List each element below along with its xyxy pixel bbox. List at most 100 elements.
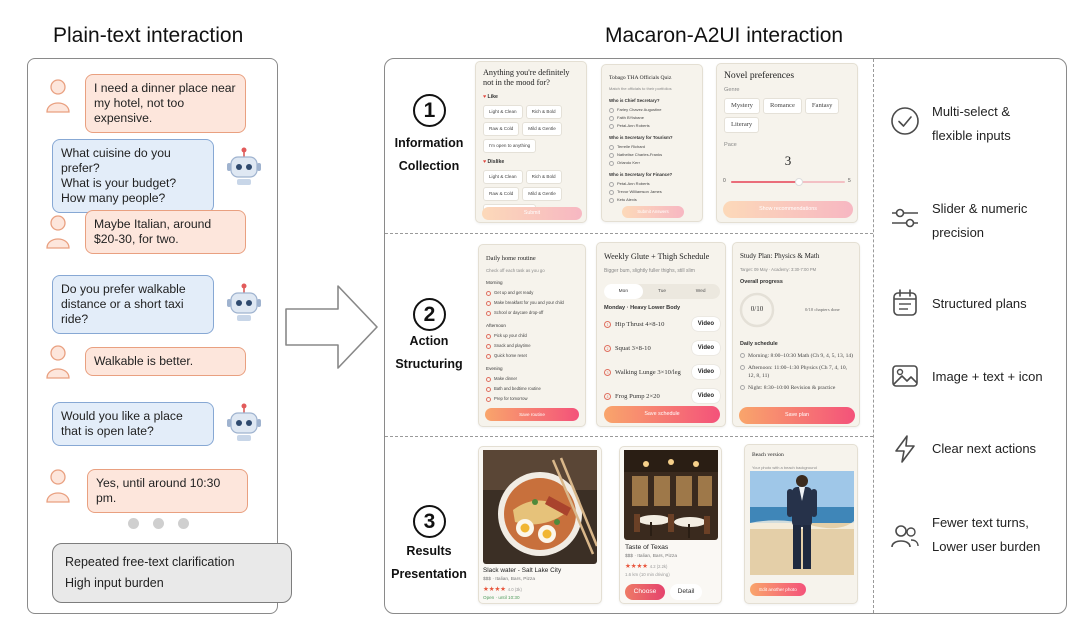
submit-answers-button[interactable]: Submit Answers [622, 206, 684, 218]
save-plan-button[interactable]: Save plan [739, 407, 855, 424]
like-label: Like [487, 94, 498, 100]
routine-task[interactable]: Make dinner [479, 374, 585, 384]
quiz-option[interactable]: Ketu Alexis [602, 196, 702, 204]
video-button[interactable]: Video [691, 389, 720, 403]
routine-task[interactable]: Bath and bedtime routine [479, 384, 585, 394]
save-routine-button[interactable]: Save routine [485, 408, 579, 421]
quiz-option[interactable]: Orlando Kerr [602, 159, 702, 167]
checkbox-icon [486, 343, 491, 349]
progress-label: Overall progress [740, 279, 783, 285]
card-title: Daily home routine [486, 255, 536, 262]
schedule-item[interactable]: Morning: 8:00–10:30 Math (Ch 9, 4, 5, 13… [733, 350, 859, 362]
schedule-item[interactable]: Night: 8:30–10:00 Revision & practice [733, 382, 859, 394]
tab-mon[interactable]: Mon [604, 284, 643, 299]
quiz-option[interactable]: Terrelle Richard [602, 143, 702, 151]
stars-icon: ★★★★ [483, 586, 506, 593]
routine-section: Morning [486, 280, 503, 285]
quiz-option[interactable]: Nathelise Charles-Franks [602, 151, 702, 159]
quiz-option[interactable]: Faith BYisbane [602, 114, 702, 122]
quiz-option[interactable]: Petal-Ann Roberts [602, 122, 702, 130]
chip[interactable]: Raw & Cold [483, 122, 520, 136]
submit-button[interactable]: Submit [482, 207, 582, 220]
quiz-option[interactable]: Petal-Ann Roberts [602, 180, 702, 188]
dislike-section: ♥ Dislike [476, 155, 586, 168]
edit-another-photo-button[interactable]: Edit another photo [750, 583, 806, 596]
pace-min: 0 [723, 178, 726, 184]
routine-task[interactable]: Get up and get ready [479, 288, 585, 298]
checkbox-icon [486, 386, 491, 392]
chat-bubble-user: I need a dinner place near my hotel, not… [85, 74, 246, 133]
radio-icon [609, 152, 614, 158]
chip[interactable]: Rich & Bold [525, 105, 562, 119]
card-subtitle: Your photo with a beach background [752, 465, 817, 470]
video-button[interactable]: Video [691, 365, 720, 379]
schedule-item[interactable]: Afternoon: 11:00–1:30 Physics (Ch 7, 4, … [733, 362, 859, 382]
exercise-name: Walking Lunge 3×10/leg [615, 368, 681, 376]
card-title: Tobago THA Officials Quiz [609, 75, 672, 81]
detail-button[interactable]: Detail [670, 584, 702, 600]
show-recommendations-button[interactable]: Show recommendations [723, 201, 853, 218]
checkbox-icon [486, 353, 491, 359]
summary-line-1: Repeated free-text clarification [65, 555, 235, 569]
step-label-information-collection: Information Collection [394, 136, 464, 173]
video-button[interactable]: Video [691, 317, 720, 331]
save-schedule-button[interactable]: Save schedule [604, 406, 720, 423]
quiz-option[interactable]: Trevor Williamson James [602, 188, 702, 196]
quiz-question: Who is Secretary for Tourism? [609, 135, 673, 140]
routine-task[interactable]: Pick up your child [479, 331, 585, 341]
radio-icon [740, 365, 745, 370]
rating-stars: ★★★★ 4.0 (3k) [483, 585, 522, 593]
radio-icon [609, 144, 614, 150]
chip[interactable]: Light & Clean [483, 105, 523, 119]
genre-chip[interactable]: Fantasy [804, 98, 840, 114]
restaurant-meta: $$$ · Italian, Bars, Pizza [625, 554, 677, 559]
chip[interactable]: Raw & Cold [483, 187, 520, 201]
routine-task[interactable]: Snack and playtime [479, 341, 585, 351]
chip[interactable]: Rich & Bold [525, 170, 562, 184]
card-title: Weekly Glute + Thigh Schedule [604, 252, 710, 261]
pace-slider-track[interactable] [731, 178, 845, 186]
workout-schedule-card: Weekly Glute + Thigh Schedule Bigger bum… [596, 242, 726, 427]
dislike-label: Dislike [487, 159, 505, 165]
routine-task[interactable]: Quick home reset [479, 351, 585, 361]
genre-chip[interactable]: Literary [724, 117, 760, 133]
routine-task[interactable]: Prep for tomorrow [479, 394, 585, 404]
checkbox-icon [486, 376, 491, 382]
pace-slider-thumb[interactable] [795, 178, 804, 186]
quiz-option[interactable]: Farley Chavez Augustine [602, 106, 702, 114]
exercise-number: 2 [604, 344, 611, 352]
chip[interactable]: Light & Clean [483, 170, 523, 184]
choose-button[interactable]: Choose [625, 584, 665, 600]
pace-slider-fill [731, 181, 800, 183]
routine-task[interactable]: Make breakfast for you and your child [479, 298, 585, 308]
chat-bubble-bot: Would you like a place that is open late… [52, 402, 214, 446]
radio-icon [740, 353, 745, 358]
lightning-icon [895, 435, 915, 463]
genre-chip[interactable]: Mystery [724, 98, 760, 114]
feature-clear-next-actions: Clear next actions [932, 441, 1037, 456]
chip[interactable]: I'm open to anything [483, 139, 537, 153]
restaurant-meta: $$$ · Italian, Bars, Pizza [483, 577, 535, 582]
card-title: Study Plan: Physics & Math [740, 252, 820, 260]
card-title: Beach version [752, 452, 784, 458]
tab-tue[interactable]: Tue [657, 289, 667, 294]
chip[interactable]: Mild & Gentle [522, 122, 562, 136]
radio-icon [609, 115, 614, 121]
feature-image-text-icon: Image + text + icon [932, 369, 1043, 384]
genre-chip[interactable]: Romance [762, 98, 802, 114]
ramen-photo-image [483, 450, 597, 564]
routine-task[interactable]: School or daycare drop-off [479, 308, 585, 318]
row-divider [385, 436, 873, 437]
step-number-3: 3 [413, 505, 446, 538]
column-divider [873, 59, 874, 613]
user-avatar-icon [46, 79, 70, 113]
chip[interactable]: Mild & Gentle [522, 187, 562, 201]
transition-arrow-icon [285, 285, 378, 369]
video-button[interactable]: Video [691, 341, 720, 355]
checkbox-icon [486, 300, 491, 306]
radio-icon [740, 385, 745, 390]
burden-summary-box: Repeated free-text clarification High in… [52, 543, 292, 603]
tab-wed[interactable]: Wed [695, 289, 706, 294]
quiz-card: Tobago THA Officials Quiz Match the offi… [601, 64, 703, 222]
